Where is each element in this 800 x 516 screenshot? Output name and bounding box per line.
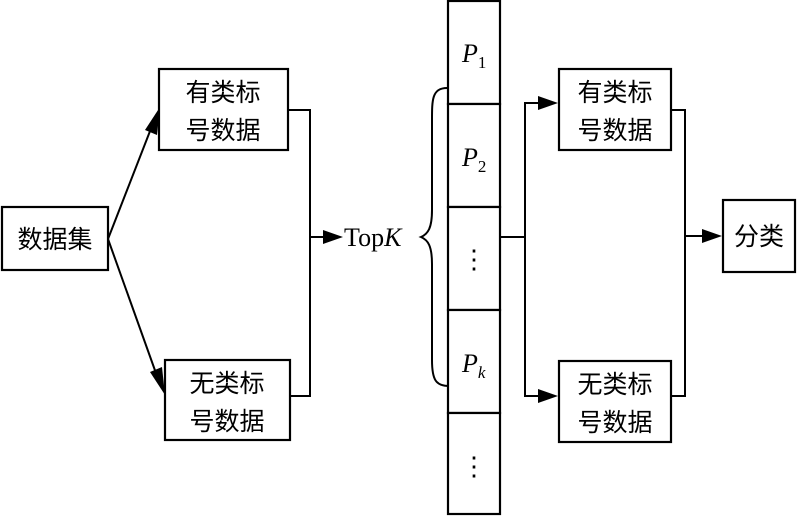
arrowhead-icon bbox=[145, 107, 160, 135]
right-labeled-data-node: 有类标 号数据 bbox=[557, 67, 673, 152]
partition-column: P1 P2 ⋮ Pk ⋮ bbox=[446, 0, 502, 516]
partition-pk-label: Pk bbox=[461, 349, 486, 382]
left-unlabeled-line1: 无类标 bbox=[189, 369, 264, 398]
right-unlabeled-data-node: 无类标 号数据 bbox=[557, 359, 673, 444]
partition-ellipsis-1-label: ⋮ bbox=[461, 245, 487, 274]
right-labeled-line2: 号数据 bbox=[577, 116, 652, 145]
left-unlabeled-data-node: 无类标 号数据 bbox=[163, 358, 292, 442]
right-unlabeled-line1: 无类标 bbox=[577, 370, 652, 399]
arrowhead-icon bbox=[323, 230, 343, 244]
left-labeled-line1: 有类标 bbox=[185, 78, 260, 107]
split-connector bbox=[524, 102, 543, 397]
partition-p2-label: P2 bbox=[461, 143, 486, 176]
merge-connector-right bbox=[671, 109, 686, 397]
partition-ellipsis-2-label: ⋮ bbox=[461, 452, 487, 481]
partition-p1-label: P1 bbox=[461, 39, 486, 72]
partition-ellipsis-1 bbox=[446, 205, 502, 312]
left-unlabeled-line2: 号数据 bbox=[189, 407, 264, 436]
classify-node: 分类 bbox=[721, 198, 797, 274]
right-labeled-line1: 有类标 bbox=[577, 78, 652, 107]
dataset-label: 数据集 bbox=[17, 225, 92, 254]
topk-label: TopK bbox=[344, 223, 403, 252]
edge-dataset-to-labeled bbox=[107, 125, 153, 240]
dataset-node: 数据集 bbox=[0, 205, 110, 272]
curly-brace bbox=[418, 87, 450, 387]
arrowhead-icon bbox=[538, 389, 558, 403]
partition-ellipsis-2 bbox=[446, 411, 502, 516]
arrowhead-icon bbox=[150, 367, 165, 395]
merge-connector bbox=[288, 109, 311, 397]
arrowhead-icon bbox=[538, 96, 558, 110]
classify-label: 分类 bbox=[734, 222, 784, 251]
arrowhead-icon bbox=[702, 229, 722, 243]
edge-dataset-to-unlabeled bbox=[107, 238, 158, 377]
partition-pk bbox=[446, 308, 502, 415]
partition-p2 bbox=[446, 102, 502, 209]
left-labeled-data-node: 有类标 号数据 bbox=[157, 67, 290, 152]
left-labeled-line2: 号数据 bbox=[185, 116, 260, 145]
right-unlabeled-line2: 号数据 bbox=[577, 408, 652, 437]
